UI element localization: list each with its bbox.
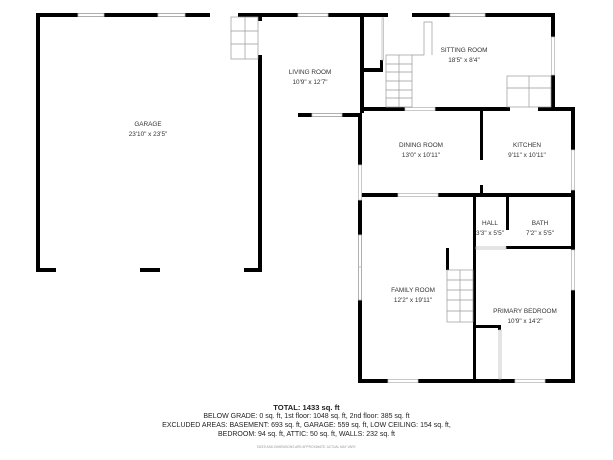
windows <box>77 13 575 383</box>
room-size: 13'0" x 10'11" <box>401 151 441 159</box>
room-sitting-room: SITTING ROOM 18'5" x 8'4" <box>441 46 488 65</box>
stairs <box>230 16 552 323</box>
room-name: HALL <box>481 220 498 227</box>
room-living-room: LIVING ROOM 10'9" x 12'7" <box>289 68 332 87</box>
room-name: FAMILY ROOM <box>391 287 435 294</box>
room-name: GARAGE <box>134 121 162 128</box>
room-size: 7'2" x 5'5" <box>526 229 554 237</box>
room-size: 23'10" x 23'5" <box>128 130 168 138</box>
room-primary-bedroom: PRIMARY BEDROOM 10'9" x 14'2" <box>493 307 557 326</box>
room-size: 18'5" x 8'4" <box>448 56 480 64</box>
room-size: 12'2" x 19'11" <box>393 296 433 304</box>
room-name: PRIMARY BEDROOM <box>493 308 557 315</box>
stairs-garage <box>230 16 259 60</box>
room-name: SITTING ROOM <box>440 47 488 54</box>
excluded-areas-cont: BEDROOM: 94 sq. ft, ATTIC: 50 sq. ft, WA… <box>217 431 395 438</box>
room-name: KITCHEN <box>512 142 542 149</box>
total-area: TOTAL: 1433 sq. ft <box>273 403 340 412</box>
room-name: BATH <box>531 220 549 227</box>
room-size: 3'3" x 5'5" <box>476 229 504 237</box>
area-breakdown: BELOW GRADE: 0 sq. ft, 1st floor: 1048 s… <box>203 413 410 420</box>
room-name: LIVING ROOM <box>288 69 332 76</box>
room-size: 10'9" x 14'2" <box>507 317 543 325</box>
room-dining-room: DINING ROOM 13'0" x 10'11" <box>399 141 443 160</box>
excluded-areas: EXCLUDED AREAS: BASEMENT: 693 sq. ft, GA… <box>162 422 451 429</box>
room-kitchen: KITCHEN 9'11" x 10'11" <box>508 141 546 160</box>
room-garage: GARAGE 23'10" x 23'5" <box>129 120 168 139</box>
disclaimer: SIZES AND DIMENSIONS ARE APPROXIMATE, AC… <box>256 445 357 449</box>
room-hall: HALL 3'3" x 5'5" <box>476 219 504 238</box>
room-name: DINING ROOM <box>398 142 444 149</box>
room-family-room: FAMILY ROOM 12'2" x 19'11" <box>391 286 435 305</box>
room-size: 9'11" x 10'11" <box>508 151 546 159</box>
room-bath: BATH 7'2" x 5'5" <box>526 219 554 238</box>
room-size: 10'9" x 12'7" <box>292 78 328 86</box>
